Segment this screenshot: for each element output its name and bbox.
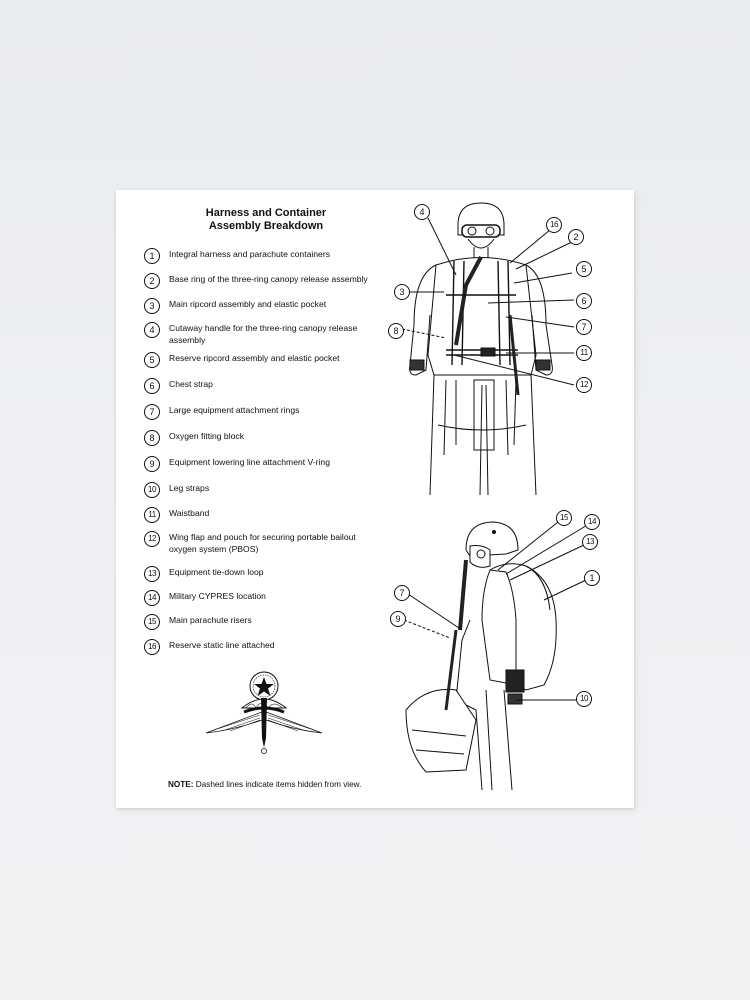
legend-number: 11 [144,507,160,523]
legend-label: Reserve static line attached [169,640,275,650]
legend-number: 2 [144,273,160,289]
callout-10: 10 [576,691,592,707]
legend-item: 9 Equipment lowering line attachment V-ri… [144,456,399,472]
legend-item: 2 Base ring of the three-ring canopy rele… [144,273,399,289]
callout-13: 13 [582,534,598,550]
legend-label: Military CYPRES location [169,591,266,601]
freefall-badge-icon [204,668,324,758]
callout-7: 7 [394,585,410,601]
poster: Harness and Container Assembly Breakdown… [116,190,634,808]
callout-7: 7 [576,319,592,335]
legend-label: Chest strap [169,379,213,389]
legend-number: 15 [144,614,160,630]
callout-5: 5 [576,261,592,277]
legend-label: Equipment tie-down loop [169,567,264,577]
legend-label: Reserve ripcord assembly and elastic poc… [169,353,340,363]
legend-item: 3 Main ripcord assembly and elastic pocke… [144,298,399,314]
front-view-illustration: 4 16 2 3 5 6 8 7 11 12 [386,195,634,500]
legend-label: Integral harness and parachute container… [169,249,330,259]
legend-number: 1 [144,248,160,264]
legend-number: 4 [144,322,160,338]
legend-item: 15 Main parachute risers [144,614,399,630]
callout-1: 1 [584,570,600,586]
callout-11: 11 [576,345,592,361]
legend-label: Wing flap and pouch for securing portabl… [169,532,356,554]
legend-item: 12 Wing flap and pouch for securing porta… [144,531,384,555]
legend-number: 8 [144,430,160,446]
legend-label: Cutaway handle for the three-ring canopy… [169,323,358,345]
title-line-1: Harness and Container [205,207,327,219]
legend-label: Base ring of the three-ring canopy relea… [169,274,368,284]
note-prefix: NOTE: [168,780,194,789]
title-line-2: Assembly Breakdown [208,220,324,232]
callout-4: 4 [414,204,430,220]
legend-item: 11 Waistband [144,507,399,523]
legend-label: Large equipment attachment rings [169,405,300,415]
legend-number: 3 [144,298,160,314]
legend-item: 6 Chest strap [144,378,399,394]
legend-label: Oxygen fitting block [169,431,244,441]
callout-16: 16 [546,217,562,233]
legend-item: 16 Reserve static line attached [144,639,399,655]
legend-item: 1 Integral harness and parachute containe… [144,248,399,264]
legend-number: 14 [144,590,160,606]
legend-item: 7 Large equipment attachment rings [144,404,399,420]
callout-12: 12 [576,377,592,393]
callout-15: 15 [556,510,572,526]
legend-label: Equipment lowering line attachment V-rin… [169,457,330,467]
legend-label: Leg straps [169,483,210,493]
note-body: Dashed lines indicate items hidden from … [193,780,362,789]
legend-item: 4 Cutaway handle for the three-ring canop… [144,322,369,346]
legend-number: 6 [144,378,160,394]
legend-item: 10 Leg straps [144,482,399,498]
legend-number: 5 [144,352,160,368]
legend-item: 8 Oxygen fitting block [144,430,399,446]
legend-number: 10 [144,482,160,498]
callout-9: 9 [390,611,406,627]
legend-label: Main ripcord assembly and elastic pocket [169,299,327,309]
note-text: NOTE: Dashed lines indicate items hidden… [168,780,361,789]
legend-number: 13 [144,566,160,582]
legend-number: 7 [144,404,160,420]
side-view-illustration: 15 14 13 1 7 9 10 [386,510,634,800]
callout-14: 14 [584,514,600,530]
page-title: Harness and Container Assembly Breakdown [156,207,376,233]
legend-number: 16 [144,639,160,655]
callout-8: 8 [388,323,404,339]
callout-6: 6 [576,293,592,309]
legend-label: Waistband [169,508,210,518]
legend-item: 5 Reserve ripcord assembly and elastic po… [144,352,399,368]
legend-number: 12 [144,531,160,547]
callout-3: 3 [394,284,410,300]
legend-number: 9 [144,456,160,472]
callout-2: 2 [568,229,584,245]
legend-item: 13 Equipment tie-down loop [144,566,399,582]
legend-label: Main parachute risers [169,615,252,625]
legend-item: 14 Military CYPRES location [144,590,399,606]
